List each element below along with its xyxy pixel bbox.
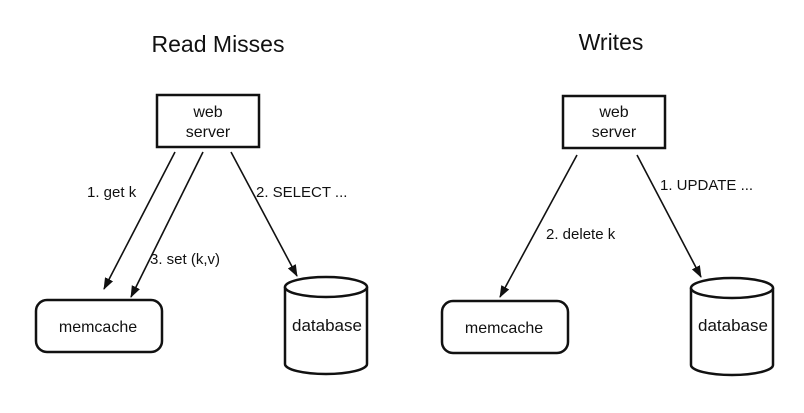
web-server-label-line2: server — [186, 124, 231, 141]
memcache-box-left: memcache — [34, 298, 164, 354]
select-label: 2. SELECT ... — [256, 184, 347, 201]
web-server-box-right: web server — [561, 94, 667, 150]
web-server-label-line1: web — [598, 104, 628, 121]
get-label: 1. get k — [87, 184, 137, 201]
read-misses-panel: Read Misses web server memcache database… — [34, 31, 369, 376]
web-server-label-line1: web — [192, 104, 222, 121]
database-label-right: database — [698, 316, 768, 335]
delete-arrow — [499, 154, 578, 298]
web-server-label-line2: server — [592, 124, 637, 141]
database-label-left: database — [292, 316, 362, 335]
memcache-label-left: memcache — [59, 319, 137, 336]
update-arrow — [636, 154, 702, 278]
get-arrow — [103, 151, 176, 290]
memcache-box-right: memcache — [440, 299, 570, 355]
delete-label: 2. delete k — [546, 226, 616, 243]
writes-title: Writes — [579, 29, 644, 55]
read-misses-title: Read Misses — [152, 31, 285, 57]
database-cylinder-right: database — [689, 276, 775, 377]
memcache-label-right: memcache — [465, 320, 543, 337]
web-server-box-left: web server — [155, 93, 261, 149]
set-label: 3. set (k,v) — [150, 251, 220, 268]
database-cylinder-left: database — [283, 275, 369, 376]
writes-panel: Writes web server memcache database 1. U… — [440, 29, 775, 377]
set-arrow — [130, 151, 204, 298]
update-label: 1. UPDATE ... — [660, 177, 753, 194]
select-arrow — [230, 151, 298, 277]
